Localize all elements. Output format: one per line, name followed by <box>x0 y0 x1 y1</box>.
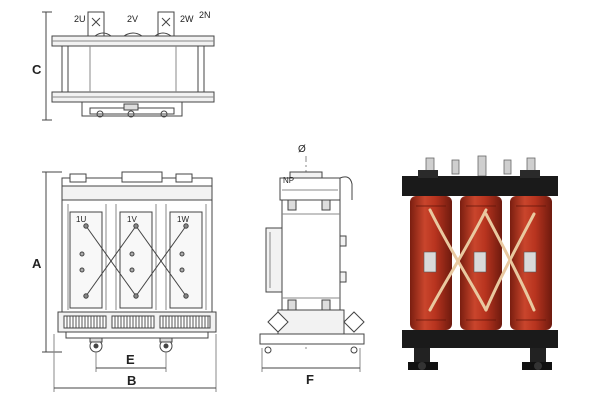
dimension-label-c: C <box>32 62 42 77</box>
np-label: NP <box>283 176 294 185</box>
dimension-label-f: F <box>306 372 314 387</box>
top-view <box>42 11 215 121</box>
terminal-label-2u: 2U <box>74 14 86 24</box>
terminal-cross-icon <box>91 17 101 27</box>
side-view <box>259 156 365 372</box>
dimension-label-b: B <box>127 373 136 388</box>
terminal-label-2n: 2N <box>199 10 211 20</box>
terminal-cross-icon <box>161 17 171 27</box>
terminal-label-2v: 2V <box>127 14 138 24</box>
coil-label-1v: 1V <box>127 215 137 224</box>
coil-label-1u: 1U <box>76 215 86 224</box>
dimension-label-e: E <box>126 352 135 367</box>
transformer-photo <box>402 155 558 370</box>
coil-label-1w: 1W <box>177 215 189 224</box>
front-view <box>42 171 217 392</box>
top-view-symbols <box>91 17 171 27</box>
terminal-label-2w: 2W <box>180 14 194 24</box>
dimension-label-a: A <box>32 256 42 271</box>
center-axis-symbol: Ø <box>298 144 306 155</box>
